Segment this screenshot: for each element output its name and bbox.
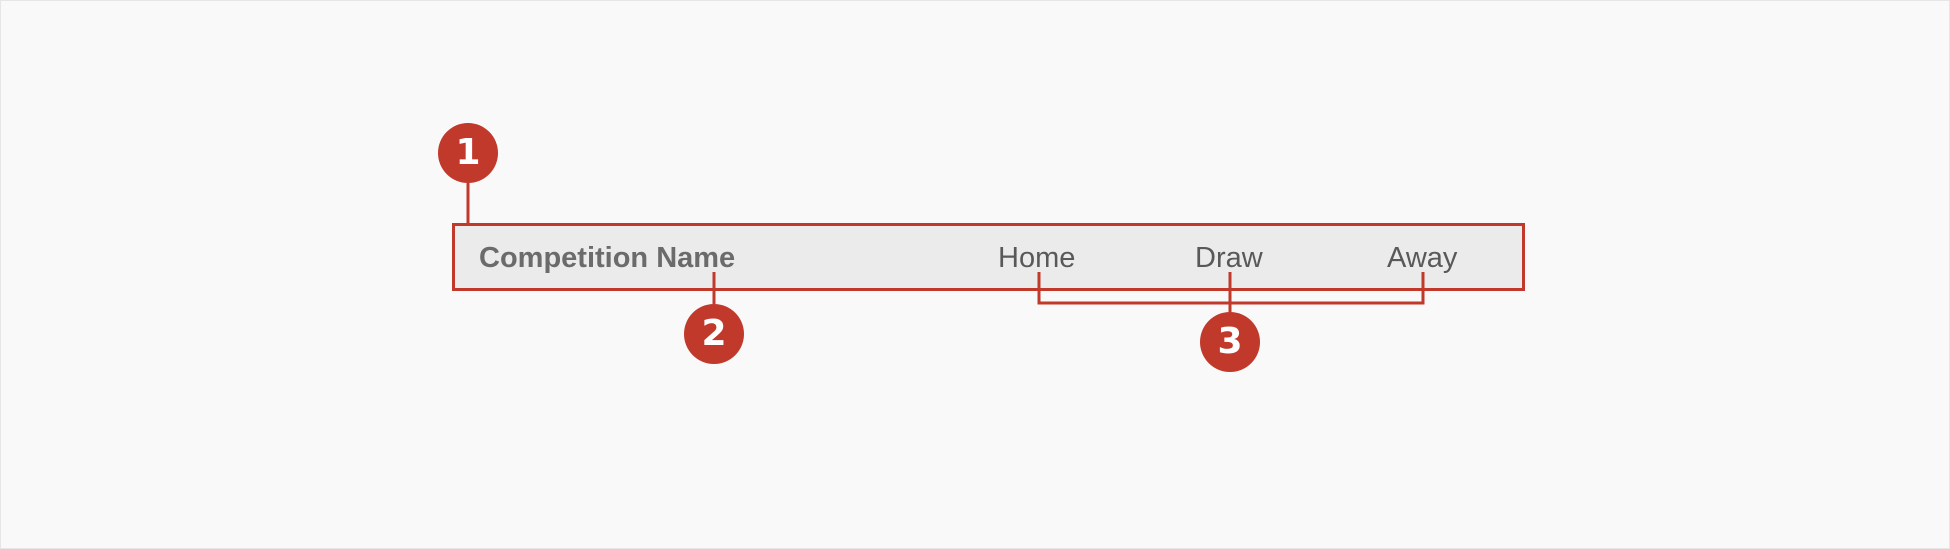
home-column-label: Home (998, 242, 1076, 274)
away-column-label: Away (1387, 242, 1458, 274)
competition-header-row: Competition Name Home Draw Away (452, 223, 1525, 291)
competition-name-label: Competition Name (479, 242, 736, 274)
draw-column-label: Draw (1195, 242, 1263, 274)
callout-2-badge: 2 (684, 304, 744, 364)
callout-1-badge: 1 (438, 123, 498, 183)
callout-3-badge: 3 (1200, 312, 1260, 372)
